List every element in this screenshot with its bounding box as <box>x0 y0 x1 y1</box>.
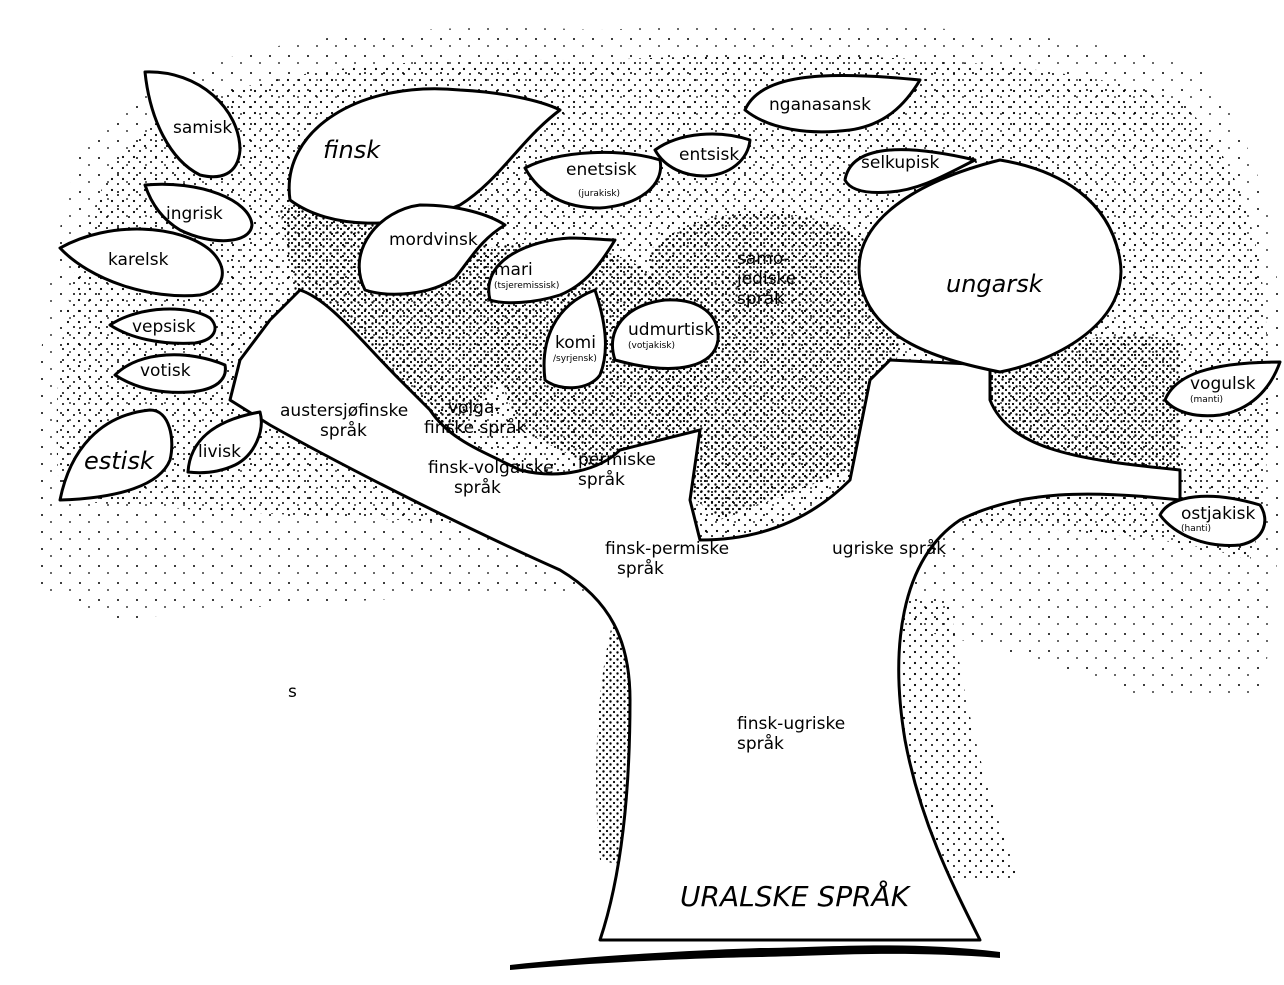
leaf-label-livisk: livisk <box>198 442 241 462</box>
branch-finsk-permiske-line2: språk <box>605 559 729 579</box>
leaf-label-finsk: finsk <box>323 136 380 164</box>
leaf-label-ostjakisk: ostjakisk <box>1181 504 1255 524</box>
branch-samojediske-line1: samo- <box>737 249 796 269</box>
leaf-label-samisk: samisk <box>173 118 232 138</box>
leaf-sublabel-komi: /syrjensk) <box>553 354 597 364</box>
branch-samojediske-line3: språk <box>737 289 796 309</box>
leaf-sublabel-vogulsk: (manti) <box>1190 395 1223 405</box>
branch-permiske: permiske språk <box>578 450 656 490</box>
leaf-label-vepsisk: vepsisk <box>132 317 196 337</box>
leaf-label-udmurtisk: udmurtisk <box>628 320 714 340</box>
leaf-sublabel-udmurtisk: (votjakisk) <box>628 341 675 351</box>
branch-finsk-volgaiske-line1: finsk-volgaiske <box>428 458 554 478</box>
branch-finsk-volgaiske-line2: språk <box>428 478 554 498</box>
branch-finsk-ugriske-line2: språk <box>737 734 845 754</box>
branch-finsk-ugriske-line1: finsk-ugriske <box>737 714 845 734</box>
leaf-label-votisk: votisk <box>140 361 191 381</box>
branch-permiske-line2: språk <box>578 470 656 490</box>
leaf-label-entsisk: entsisk <box>679 145 739 165</box>
root-base <box>510 945 1000 970</box>
leaf-label-estisk: estisk <box>84 447 154 475</box>
leaf-label-komi: komi <box>555 333 596 353</box>
branch-volgafinske-line1: volga- <box>424 398 526 418</box>
leaf-label-selkupisk: selkupisk <box>861 153 939 173</box>
leaf-label-enetsisk: enetsisk <box>566 160 637 180</box>
leaf-label-ungarsk: ungarsk <box>946 270 1043 298</box>
branch-volgafinske: volga- finske språk <box>424 398 526 438</box>
branch-finsk-permiske: finsk-permiske språk <box>605 539 729 579</box>
root-label: URALSKE SPRÅK <box>680 880 909 913</box>
leaf-sublabel-enetsisk: (jurakisk) <box>578 189 620 199</box>
branch-ugriske: ugriske språk <box>832 539 946 559</box>
leaf-label-vogulsk: vogulsk <box>1190 374 1255 394</box>
leaf-label-karelsk: karelsk <box>108 250 168 270</box>
branch-austersjofinske-line1: austersjøfinske <box>280 401 408 421</box>
leaf-label-ingrisk: ingrisk <box>166 204 223 224</box>
branch-austersjofinske: austersjøfinske språk <box>280 401 408 441</box>
branch-austersjofinske-line2: språk <box>280 421 408 441</box>
branch-finsk-volgaiske: finsk-volgaiske språk <box>428 458 554 498</box>
leaf-label-nganasansk: nganasansk <box>769 95 871 115</box>
branch-finsk-permiske-line1: finsk-permiske <box>605 539 729 559</box>
branch-volgafinske-line2: finske språk <box>424 418 526 438</box>
leaf-sublabel-mari: (tsjeremissisk) <box>494 281 559 291</box>
leaf-sublabel-ostjakisk: (hanti) <box>1181 524 1211 534</box>
branch-samojediske: samo- jediske språk <box>737 249 796 309</box>
leaf-label-mari: mari <box>494 260 533 280</box>
branch-permiske-line1: permiske <box>578 450 656 470</box>
stray-text: s <box>288 682 297 702</box>
branch-finsk-ugriske: finsk-ugriske språk <box>737 714 845 754</box>
leaf-label-mordvinsk: mordvinsk <box>389 230 478 250</box>
branch-samojediske-line2: jediske <box>737 269 796 289</box>
